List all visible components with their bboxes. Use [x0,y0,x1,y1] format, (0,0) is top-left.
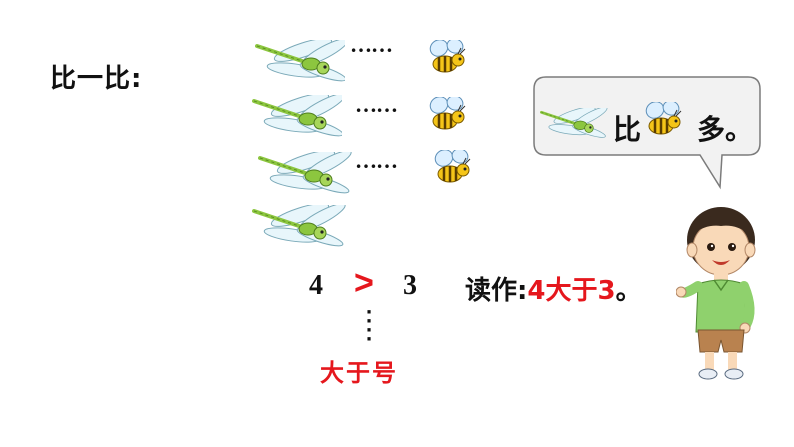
heading: 比一比: [50,64,143,94]
dragonfly-icon [258,152,353,197]
right-number: 3 [403,270,417,301]
row-3-ellipsis: …… [355,148,398,173]
bee-icon [430,150,472,184]
bubble-word-2: 多。 [697,113,754,146]
symbol-name-label: 大于号 [320,359,398,387]
read-value: 4大于3 [527,276,616,306]
dragonfly-icon [252,95,342,140]
boy-character-illustration [676,207,756,380]
dragonfly-icon [252,205,347,250]
left-number: 4 [309,270,323,301]
read-as-line: 读作:4大于3。 [465,270,642,307]
row-2-ellipsis: …… [355,92,398,117]
pointer-dots: ···· [365,302,373,350]
bee-icon [425,97,467,131]
speech-bubble [533,76,761,190]
read-prefix: 读作: [465,276,528,306]
bee-icon [425,40,467,74]
bee-icon [641,102,683,136]
dragonfly-icon [540,108,610,142]
read-suffix: 。 [615,276,642,306]
row-1-ellipsis: …… [350,32,393,57]
greater-than-symbol: > [354,264,374,302]
bubble-word-1: 比 [613,113,642,146]
dragonfly-icon [255,40,345,85]
